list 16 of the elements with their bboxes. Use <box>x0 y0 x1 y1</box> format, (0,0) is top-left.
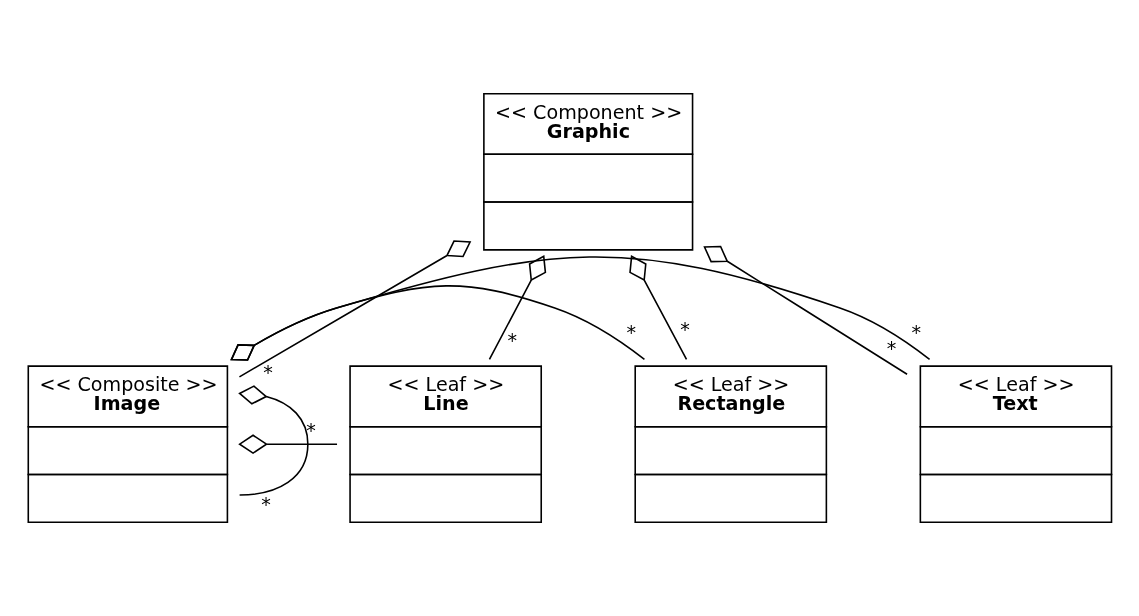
connector <box>230 285 646 361</box>
edge-label: * <box>886 337 897 361</box>
edge-label: * <box>261 492 271 516</box>
edge-label: * <box>680 317 690 341</box>
connector <box>703 245 908 375</box>
connector <box>238 240 472 378</box>
edge-label: * <box>263 361 273 385</box>
connector <box>238 434 338 455</box>
connector <box>488 255 547 361</box>
connector <box>238 385 309 496</box>
connector <box>230 256 931 361</box>
edge-label: * <box>507 329 518 353</box>
edge-label: * <box>306 419 316 443</box>
connector <box>629 255 688 361</box>
edge-label: * <box>626 320 636 344</box>
edge-label: * <box>911 320 922 344</box>
